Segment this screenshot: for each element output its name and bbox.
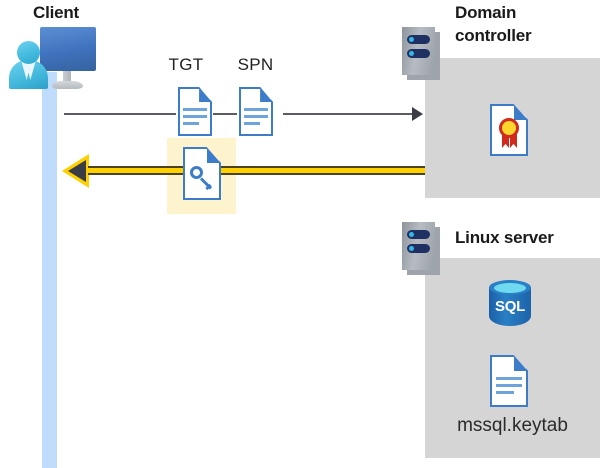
client-lifeline	[42, 72, 57, 468]
server-led	[409, 51, 414, 56]
request-line-segment-tgt-to-spn	[213, 113, 237, 115]
response-shaft-left	[88, 166, 183, 175]
domain-controller-server-icon	[402, 27, 440, 80]
spn-label: SPN	[237, 55, 274, 74]
client-workstation-icon	[8, 27, 96, 89]
server-led	[409, 232, 414, 237]
sql-database-icon: SQL	[489, 280, 531, 330]
server-bar	[407, 230, 430, 239]
server-bar	[407, 35, 430, 44]
linux-server-icon	[402, 222, 440, 275]
service-ticket-key-document-icon	[183, 147, 221, 200]
certificate-ribbon-right	[510, 132, 517, 148]
monitor-base	[52, 81, 83, 89]
keytab-document-icon	[490, 355, 528, 407]
certificate-ribbon-left	[502, 132, 509, 148]
tgt-document-icon	[178, 87, 212, 136]
sql-label: SQL	[495, 298, 525, 315]
server-led	[409, 37, 414, 42]
server-bar	[407, 49, 430, 58]
server-face	[402, 222, 435, 270]
document-lines	[183, 107, 207, 129]
sql-cylinder-top-inner	[494, 283, 526, 293]
server-led	[409, 246, 414, 251]
server-bar	[407, 244, 430, 253]
document-lines	[496, 376, 522, 398]
document-lines	[244, 107, 268, 129]
monitor-screen	[40, 27, 96, 71]
spn-document-icon	[239, 87, 273, 136]
domain-controller-title-line1: Domain	[455, 3, 517, 22]
certificate-seal-icon	[499, 118, 519, 138]
linux-server-title: Linux server	[455, 228, 554, 247]
certificate-document-icon	[490, 104, 528, 156]
sql-cylinder-top	[489, 280, 531, 295]
key-ring	[190, 166, 203, 179]
domain-controller-title-line2: controller	[455, 26, 532, 45]
request-line-segment-spn-to-dc	[283, 113, 414, 115]
response-shaft-right	[220, 166, 425, 175]
document-body	[178, 87, 212, 136]
server-face	[402, 27, 435, 75]
keytab-filename-label: mssql.keytab	[457, 415, 568, 436]
request-line-segment-client-to-tgt	[64, 113, 176, 115]
client-title: Client	[33, 3, 80, 22]
tgt-label: TGT	[168, 55, 204, 74]
monitor-neck	[63, 71, 71, 82]
person-head	[17, 41, 40, 64]
response-arrowhead-icon	[68, 160, 86, 182]
key-icon	[189, 165, 215, 191]
request-arrowhead-icon	[412, 107, 423, 121]
